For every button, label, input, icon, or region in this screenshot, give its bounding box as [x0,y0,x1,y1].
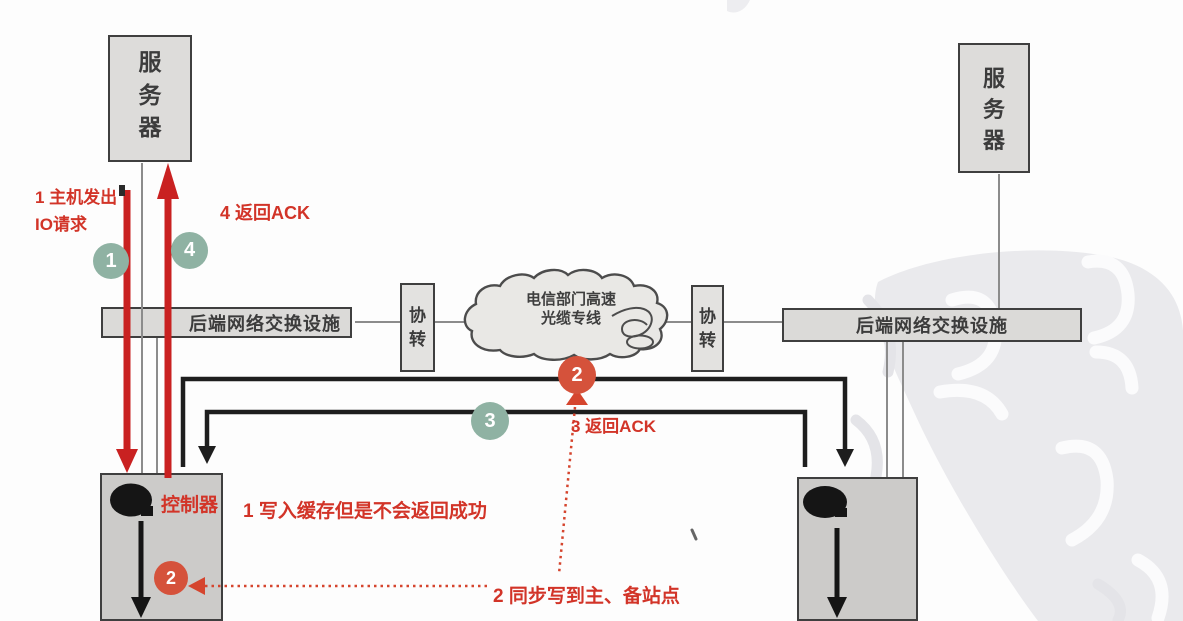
step-badge-2-cloud-number: 2 [571,363,583,386]
protocol-converter-left: 协转 [400,283,435,372]
annotation-write-cache: 1 写入缓存但是不会返回成功 [243,501,487,522]
server-box-left: 服务器 [108,35,192,162]
step-badge-1: 1 [93,243,129,279]
step-badge-3-number: 3 [484,409,496,432]
sync-write-arrowhead [836,449,854,467]
step-badge-4: 4 [171,232,208,269]
converter-left-label: 协转 [409,306,426,350]
annotation-host-io: 1 主机发出 IO请求 [35,184,117,238]
sync-dotted-arrowhead [188,577,205,595]
annotation-host-io-line1: 1 主机发出 [35,188,118,207]
ack-up-arrowhead [157,163,179,199]
step-badge-2-controller-number: 2 [165,567,176,588]
switch-bar-right: 后端网络交换设施 [782,308,1082,342]
protocol-converter-right: 协转 [691,285,724,372]
watermark-corner [727,0,750,13]
io-request-arrowhead [116,449,138,473]
cloud-label: 电信部门高速 光缆专线 [482,290,660,328]
converter-right-label: 协转 [699,307,716,351]
ack-return-arrowhead [198,446,216,464]
watermark-blob [874,250,1183,621]
step-badge-1-number: 1 [105,249,117,272]
server-right-label: 服务器 [982,66,1005,154]
ack3-dotted-line [557,406,577,575]
ack3-dotted-arrowhead [566,389,588,405]
sync-write-path [180,376,848,467]
annotation-ack3: 3 返回ACK [571,417,657,436]
annotation-ack4: 4 返回ACK [220,203,311,223]
controller-right-flow-arrowhead [827,597,847,618]
switch-left-label: 后端网络交换设施 [189,313,341,334]
step-badge-4-number: 4 [183,239,196,261]
cache-icon-left [110,483,153,517]
cloud-scribble [611,306,654,350]
server-box-right: 服务器 [958,43,1030,173]
cloud-label-line2: 光缆专线 [540,310,601,327]
switch-right-label: 后端网络交换设施 [856,316,1008,336]
scan-speck [690,528,698,541]
step-badge-2-cloud: 2 [558,356,596,394]
cloud-label-line1: 电信部门高速 [525,291,616,308]
server-left-label: 服务器 [138,50,162,141]
step-badge-2-controller: 2 [154,561,188,595]
step-badge-3: 3 [471,402,509,440]
annotation-sync-write: 2 同步写到主、备站点 [493,586,680,607]
cache-icon-right [803,486,847,518]
controller-label: 控制器 [161,495,219,516]
io-request-origin-tick [119,185,125,196]
annotation-host-io-line2: IO请求 [35,215,87,234]
controller-left-flow-arrowhead [131,597,151,618]
